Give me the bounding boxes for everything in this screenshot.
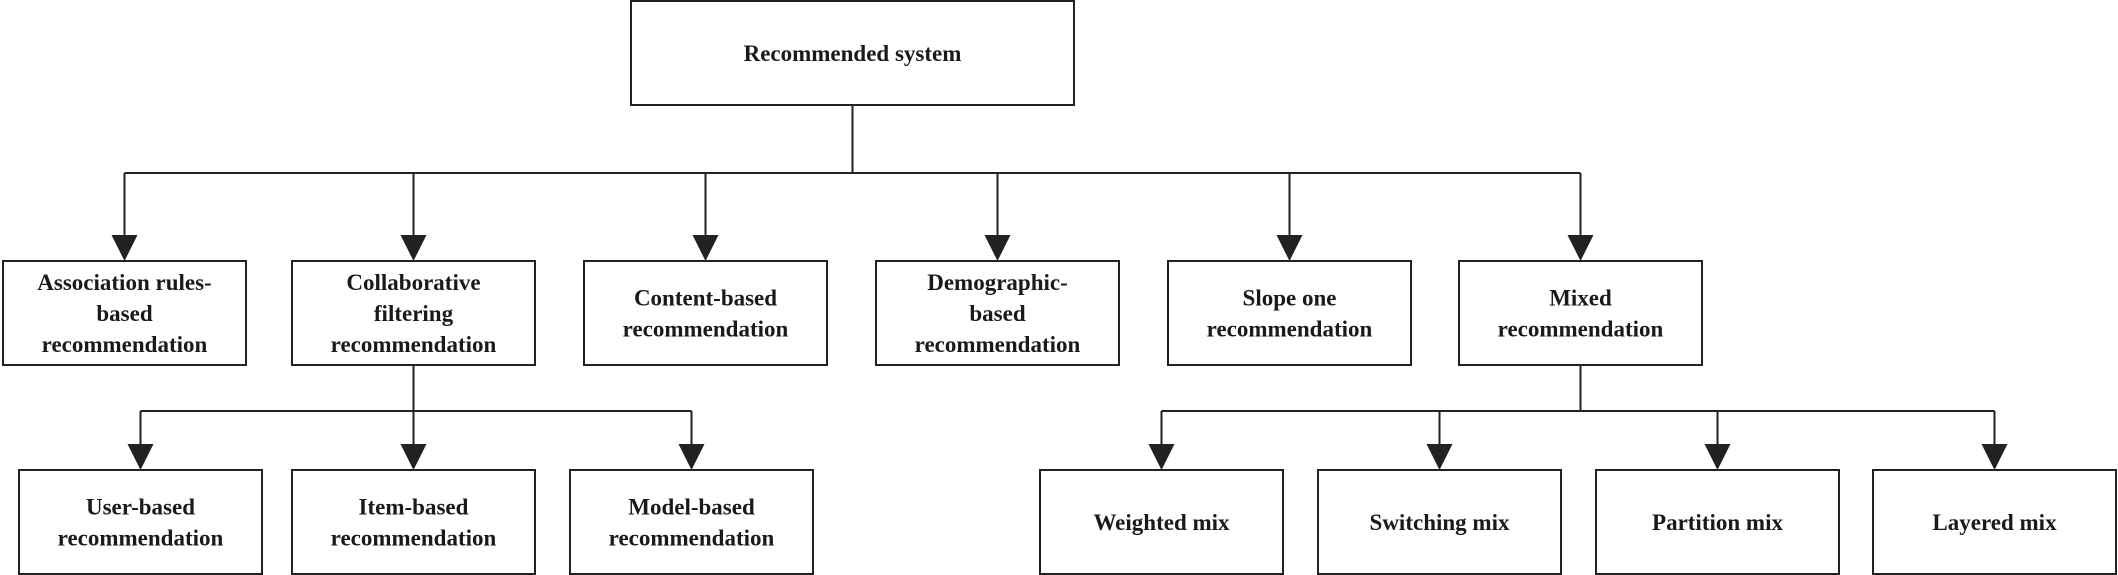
node-association: Association rules-based recommendation: [2, 260, 247, 366]
node-label-line: Mixed: [1549, 286, 1612, 311]
arrowhead: [678, 444, 705, 470]
arrowhead: [1276, 235, 1303, 261]
arrowhead: [1148, 444, 1175, 470]
node-label-line: recommendation: [42, 332, 208, 357]
node-box: [875, 260, 1120, 366]
node-label-line: Content-based: [634, 286, 777, 311]
node-label-line: Item-based: [359, 495, 469, 520]
arrowhead: [1567, 235, 1594, 261]
node-label-line: recommendation: [58, 526, 224, 551]
node-label-line: Model-based: [628, 495, 755, 520]
node-box: [583, 260, 828, 366]
node-box: [630, 0, 1075, 106]
arrowhead: [400, 235, 427, 261]
node-label-line: based: [969, 301, 1025, 326]
arrowhead: [1426, 444, 1453, 470]
node-partition-mix: Partition mix: [1595, 469, 1840, 575]
node-label-line: Recommended system: [744, 41, 962, 66]
node-label-line: based: [96, 301, 152, 326]
node-label-line: Layered mix: [1932, 510, 2057, 535]
node-mixed: Mixed recommendation: [1458, 260, 1703, 366]
node-label-line: recommendation: [331, 332, 497, 357]
node-label-line: recommendation: [623, 317, 789, 342]
node-box: [18, 469, 263, 575]
arrowhead: [692, 235, 719, 261]
node-weighted-mix: Weighted mix: [1039, 469, 1284, 575]
node-label-line: Slope one: [1243, 286, 1337, 311]
node-box: [1039, 469, 1284, 575]
node-label-line: User-based: [86, 495, 195, 520]
node-label-line: recommendation: [1498, 317, 1664, 342]
arrowhead: [1704, 444, 1731, 470]
node-label-line: recommendation: [915, 332, 1081, 357]
node-label-line: recommendation: [331, 526, 497, 551]
node-slope-one: Slope one recommendation: [1167, 260, 1412, 366]
node-model-based: Model-based recommendation: [569, 469, 814, 575]
node-box: [1317, 469, 1562, 575]
node-collaborative: Collaborative filtering recommendation: [291, 260, 536, 366]
node-user-based: User-based recommendation: [18, 469, 263, 575]
node-box: [1167, 260, 1412, 366]
node-box: [1458, 260, 1703, 366]
node-box: [291, 469, 536, 575]
arrowhead: [984, 235, 1011, 261]
node-box: [2, 260, 247, 366]
node-demographic: Demographic-based recommendation: [875, 260, 1120, 366]
node-label-line: Weighted mix: [1093, 510, 1230, 535]
node-root: Recommended system: [630, 0, 1075, 106]
node-label-line: Demographic-: [927, 270, 1068, 295]
node-label-line: Switching mix: [1370, 510, 1510, 535]
node-item-based: Item-based recommendation: [291, 469, 536, 575]
node-layered-mix: Layered mix: [1872, 469, 2117, 575]
diagram-edges: [111, 105, 2008, 470]
node-box: [1595, 469, 1840, 575]
arrowhead: [127, 444, 154, 470]
node-label-line: Partition mix: [1652, 510, 1783, 535]
node-box: [569, 469, 814, 575]
arrowhead: [111, 235, 138, 261]
node-label-line: filtering: [374, 301, 454, 326]
node-label-line: recommendation: [1207, 317, 1373, 342]
node-label-line: recommendation: [609, 526, 775, 551]
node-box: [291, 260, 536, 366]
node-label-line: Association rules-: [37, 270, 211, 295]
node-content: Content-based recommendation: [583, 260, 828, 366]
arrowhead: [400, 444, 427, 470]
arrowhead: [1981, 444, 2008, 470]
node-switching-mix: Switching mix: [1317, 469, 1562, 575]
node-label-line: Collaborative: [346, 270, 480, 295]
node-box: [1872, 469, 2117, 575]
